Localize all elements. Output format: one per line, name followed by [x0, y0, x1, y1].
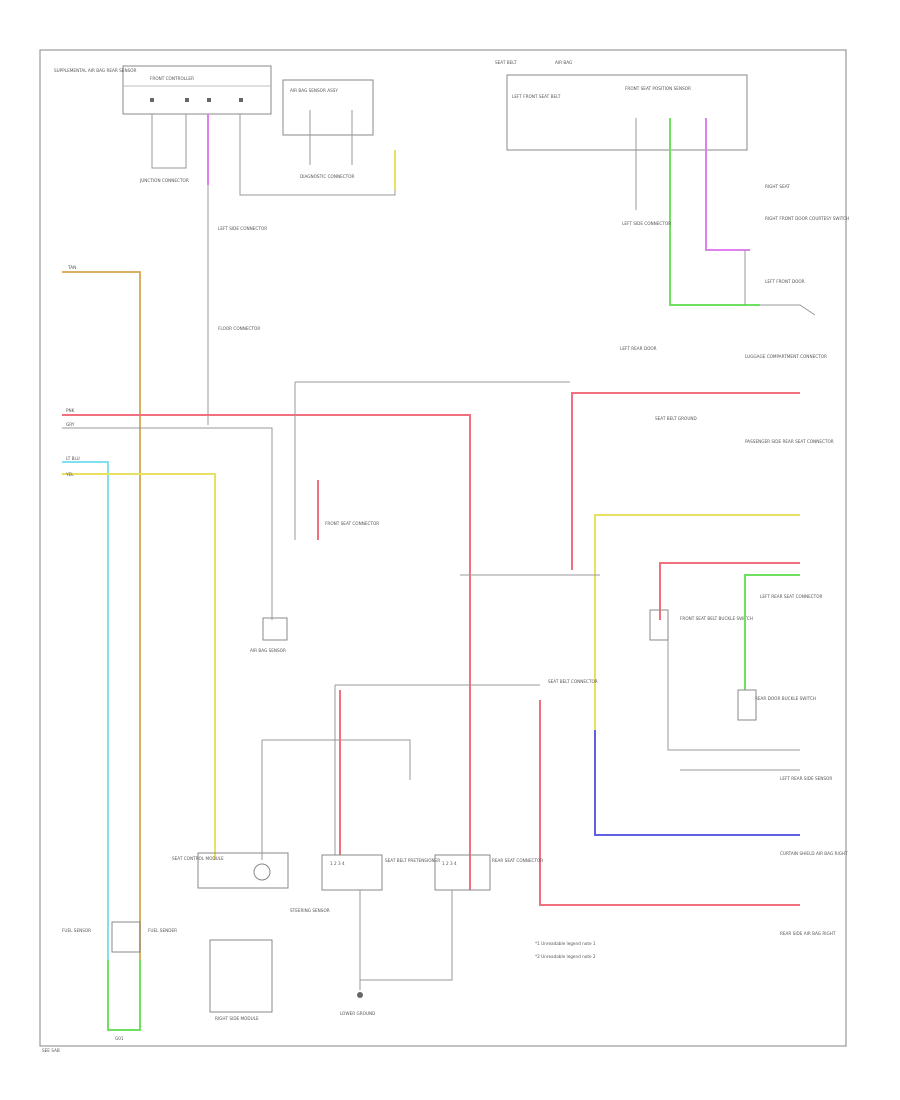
wire-bottom-ground — [359, 890, 453, 990]
right-sensor-2-label: REAR DOOR BUCKLE SWITCH — [755, 696, 816, 701]
bottom-left-switch-label: FUEL SENDER — [148, 928, 177, 933]
bottom-left-sensor-label: FUEL SENSOR — [62, 928, 91, 933]
junction-left-top-label: JUNCTION CONNECTOR — [139, 178, 189, 183]
right-switch-1-label: RIGHT SEAT — [765, 184, 790, 189]
wire-green-bottom-left — [107, 960, 141, 1031]
wire-gray-center — [261, 684, 540, 860]
wire-tan — [62, 271, 141, 1030]
wire-right-small-grounds — [667, 640, 800, 771]
wire-tag-red: PNK — [66, 408, 75, 413]
wire-violet-right — [705, 118, 750, 251]
top-center-sub-label: DIAGNOSTIC CONNECTOR — [300, 174, 355, 179]
bottom-module-right-pins: 1 2 3 4 — [442, 861, 457, 866]
right-switch-3-label: LEFT FRONT DOOR — [765, 279, 805, 284]
right-connector-4-label: LEFT REAR SIDE SENSOR — [780, 776, 832, 781]
wire-top-center — [309, 110, 353, 165]
right-sensor-1-label: FRONT SEAT BELT BUCKLE SWITCH — [680, 616, 753, 621]
right-sensor-2-box — [737, 689, 757, 721]
right-sensor-1-box — [649, 609, 669, 641]
wire-controller-1 — [151, 114, 187, 169]
top-controller: FRONT CONTROLLER SUPPLEMENTAL AIR BAG RE… — [54, 65, 272, 115]
bottom-box: RIGHT SIDE MODULE — [209, 939, 273, 1021]
wire-yellow-right — [594, 514, 800, 730]
top-right-left-label: LEFT FRONT SEAT BELT — [512, 94, 561, 99]
note-1: *1 Unreadable legend note 1 — [535, 941, 596, 946]
wire-tag-tan: TAN — [67, 265, 76, 270]
wire-cyan — [62, 461, 109, 1025]
diagram-frame — [39, 49, 847, 1047]
right-connector-3-label: LEFT REAR SEAT CONNECTOR — [760, 594, 823, 599]
top-controller-side-label: SUPPLEMENTAL AIR BAG REAR SENSOR — [54, 68, 137, 73]
page-id-label: SEE SAB — [42, 1048, 60, 1053]
wire-controller-gray-loop — [239, 114, 396, 196]
right-small-connector-label: LEFT SIDE CONNECTOR — [622, 221, 671, 226]
top-center-module: AIR BAG SENSOR ASSY DIAGNOSTIC CONNECTOR — [282, 79, 374, 179]
bottom-module-left-label: SEAT CONTROL MODULE — [172, 856, 224, 861]
bottom-module-center: 1 2 3 4 SEAT BELT PRETENSIONER — [321, 854, 440, 891]
bottom-module-right-label: REAR SEAT CONNECTOR — [492, 858, 543, 863]
bottom-module-center-label: SEAT BELT PRETENSIONER — [385, 858, 440, 863]
right-connector-1-label: LUGGAGE COMPARTMENT CONNECTOR — [745, 354, 827, 359]
center-sensor: AIR BAG SENSOR — [250, 617, 288, 653]
right-connector-5-label: CURTAIN SHIELD AIR BAG RIGHT — [780, 851, 848, 856]
center-sensor-label: AIR BAG SENSOR — [250, 648, 286, 653]
right-connector-2-label: PASSENGER SIDE REAR SEAT CONNECTOR — [745, 439, 834, 444]
wire-red-right-2 — [659, 562, 800, 620]
left-connector-label-2: FLOOR CONNECTOR — [218, 326, 260, 331]
wire-tag-yellow: YEL — [65, 472, 74, 477]
wire-red-right — [571, 392, 800, 570]
note-2: *2 Unreadable legend note 2 — [535, 954, 596, 959]
left-connector-label: LEFT SIDE CONNECTOR — [218, 226, 267, 231]
wire-green-right — [744, 574, 800, 690]
top-center-title: AIR BAG SENSOR ASSY — [290, 88, 338, 93]
right-connector-6-label: REAR SIDE AIR BAG RIGHT — [780, 931, 836, 936]
wire-tag-gray: GRY — [66, 422, 75, 427]
bottom-module-left-sub-label: STEERING SENSOR — [290, 908, 330, 913]
top-right-title: FRONT SEAT POSITION SENSOR — [625, 86, 691, 91]
bottom-box-label: RIGHT SIDE MODULE — [215, 1016, 259, 1021]
center-right-connector-label: SEAT BELT CONNECTOR — [548, 679, 598, 684]
bottom-ground-label: LOWER GROUND — [340, 1011, 375, 1016]
wire-gray-upper — [294, 381, 570, 540]
right-grounds-label: SEAT BELT GROUND — [655, 416, 697, 421]
bottom-module-left: SEAT CONTROL MODULE STEERING SENSOR — [172, 852, 330, 913]
wire-green — [669, 118, 760, 306]
bottom-ground-symbol — [357, 992, 363, 998]
top-right-module: FRONT SEAT POSITION SENSOR LEFT FRONT SE… — [495, 60, 748, 151]
top-right-header-a: SEAT BELT — [495, 60, 517, 65]
wire-red-bottom-right — [539, 700, 800, 906]
wire-red-main — [62, 414, 471, 890]
wire-yellow — [62, 473, 216, 860]
right-switch-4-label: LEFT REAR DOOR — [620, 346, 657, 351]
center-jumper-label: FRONT SEAT CONNECTOR — [325, 521, 379, 526]
bottom-module-right: 1 2 3 4 REAR SEAT CONNECTOR — [434, 854, 543, 891]
bottom-module-center-pins: 1 2 3 4 — [330, 861, 345, 866]
top-right-header-b: AIR BAG — [555, 60, 572, 65]
wire-gray-main — [62, 427, 273, 620]
wire-tag-cyan: LT BLU — [66, 456, 80, 461]
bottom-left-ground-label: G01 — [115, 1036, 124, 1041]
right-switch-2-label: RIGHT FRONT DOOR COURTESY SWITCH — [765, 216, 849, 221]
bottom-left-sensor: FUEL SENSOR FUEL SENDER — [62, 921, 177, 953]
top-controller-title: FRONT CONTROLLER — [150, 76, 194, 81]
wire-right-switch — [744, 250, 816, 316]
wire-blue-right — [594, 730, 800, 836]
